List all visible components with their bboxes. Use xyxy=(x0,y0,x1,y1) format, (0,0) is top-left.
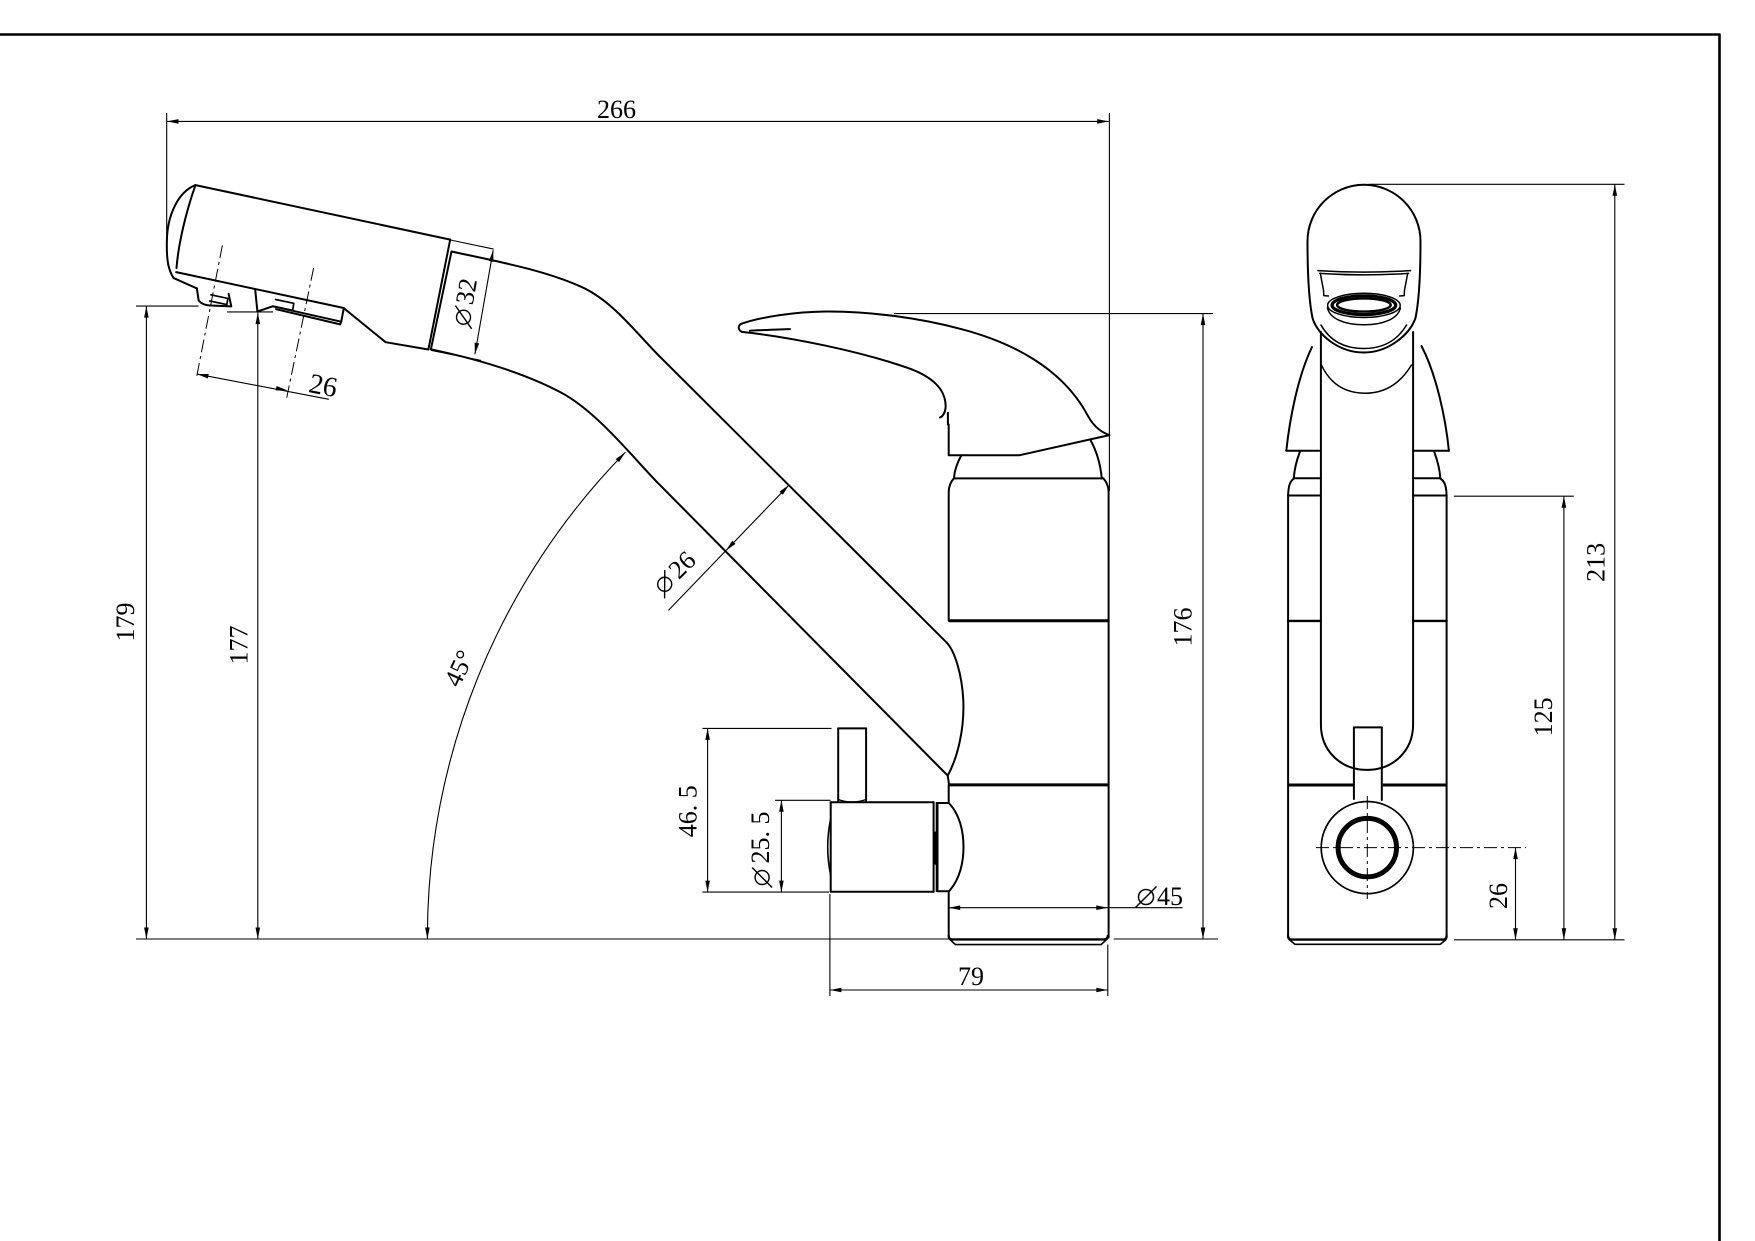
svg-text:26: 26 xyxy=(1484,883,1513,909)
svg-text:213: 213 xyxy=(1582,543,1611,582)
svg-text:25. 5: 25. 5 xyxy=(746,812,775,864)
svg-text:177: 177 xyxy=(224,626,253,665)
svg-text:179: 179 xyxy=(111,603,140,642)
svg-text:46. 5: 46. 5 xyxy=(673,785,702,837)
svg-text:176: 176 xyxy=(1169,608,1198,647)
svg-text:125: 125 xyxy=(1529,697,1558,736)
svg-text:26: 26 xyxy=(306,368,339,404)
svg-text:79: 79 xyxy=(958,962,984,991)
svg-text:266: 266 xyxy=(597,95,636,124)
svg-text:45: 45 xyxy=(1157,882,1183,911)
svg-text:32: 32 xyxy=(450,276,483,307)
